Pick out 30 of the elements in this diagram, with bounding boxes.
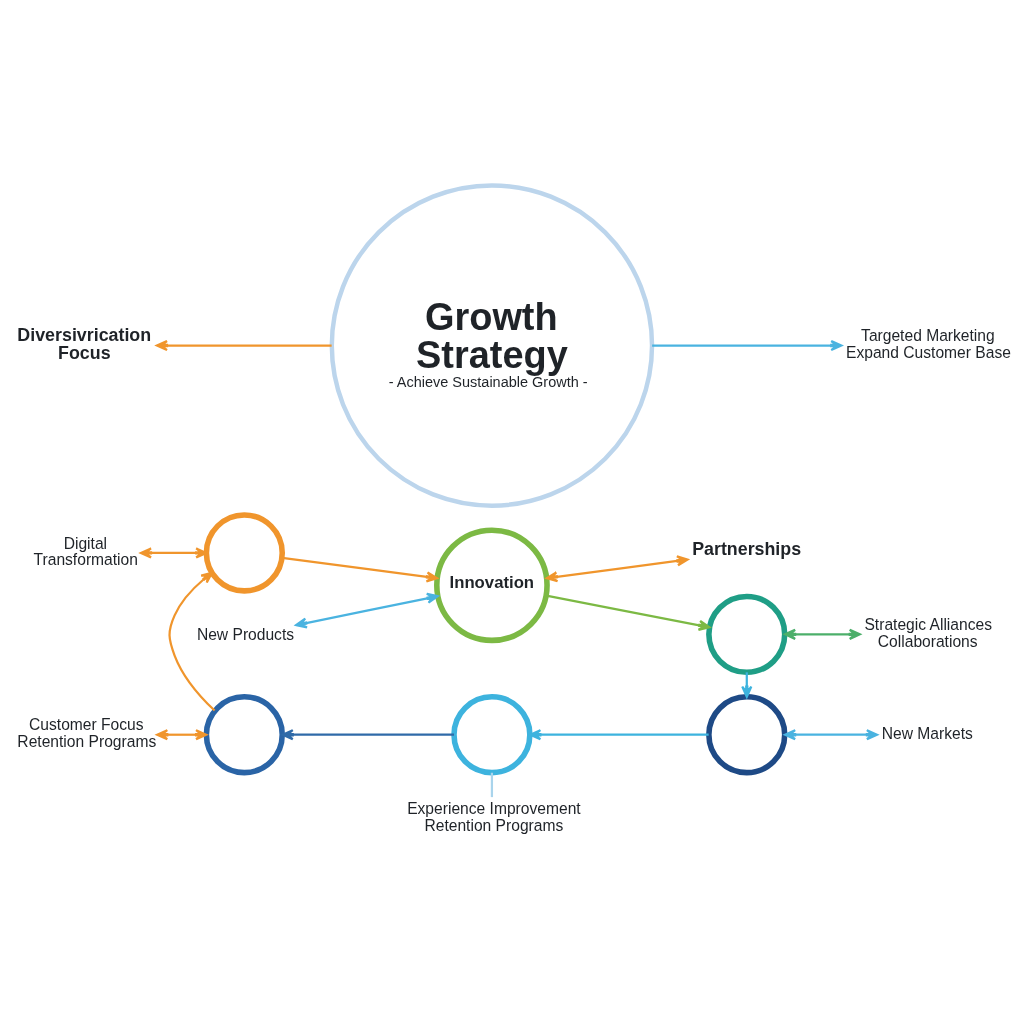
node-text: Digital Transformation bbox=[33, 534, 138, 568]
node-circle bbox=[203, 693, 286, 775]
arrow bbox=[783, 728, 879, 740]
arrow bbox=[282, 556, 439, 582]
node-text: Customer Focus Retention Programs bbox=[17, 715, 157, 750]
arrow bbox=[168, 571, 216, 711]
node-circle: Growth Strategy - Achieve Sustainable Growth - bbox=[329, 182, 655, 508]
connector bbox=[490, 772, 494, 797]
arrow bbox=[652, 339, 843, 351]
node-text: New Markets bbox=[881, 724, 973, 742]
arrow bbox=[529, 728, 709, 740]
node-circle bbox=[203, 511, 286, 594]
node-circle bbox=[451, 693, 533, 775]
arrow bbox=[281, 728, 454, 740]
node-text: Partnerships bbox=[692, 538, 802, 559]
arrow bbox=[546, 594, 711, 631]
arrow bbox=[155, 339, 332, 351]
node-text: Diversivrication Focus bbox=[17, 324, 152, 363]
arrow bbox=[295, 592, 439, 629]
node-text: Experience Improvement Retention Programs bbox=[407, 799, 581, 834]
node-circle: Innovation bbox=[434, 526, 550, 643]
node-text: Targeted Marketing Expand Customer Base bbox=[846, 326, 1011, 361]
arrow bbox=[545, 554, 689, 582]
arrow bbox=[156, 728, 208, 740]
node-circle bbox=[706, 593, 788, 675]
node-circle bbox=[706, 693, 788, 775]
node-text: New Products bbox=[196, 625, 295, 643]
arrow bbox=[741, 671, 753, 698]
node-text: Strategic Alliances Collaborations bbox=[864, 615, 992, 650]
arrow bbox=[783, 628, 861, 640]
